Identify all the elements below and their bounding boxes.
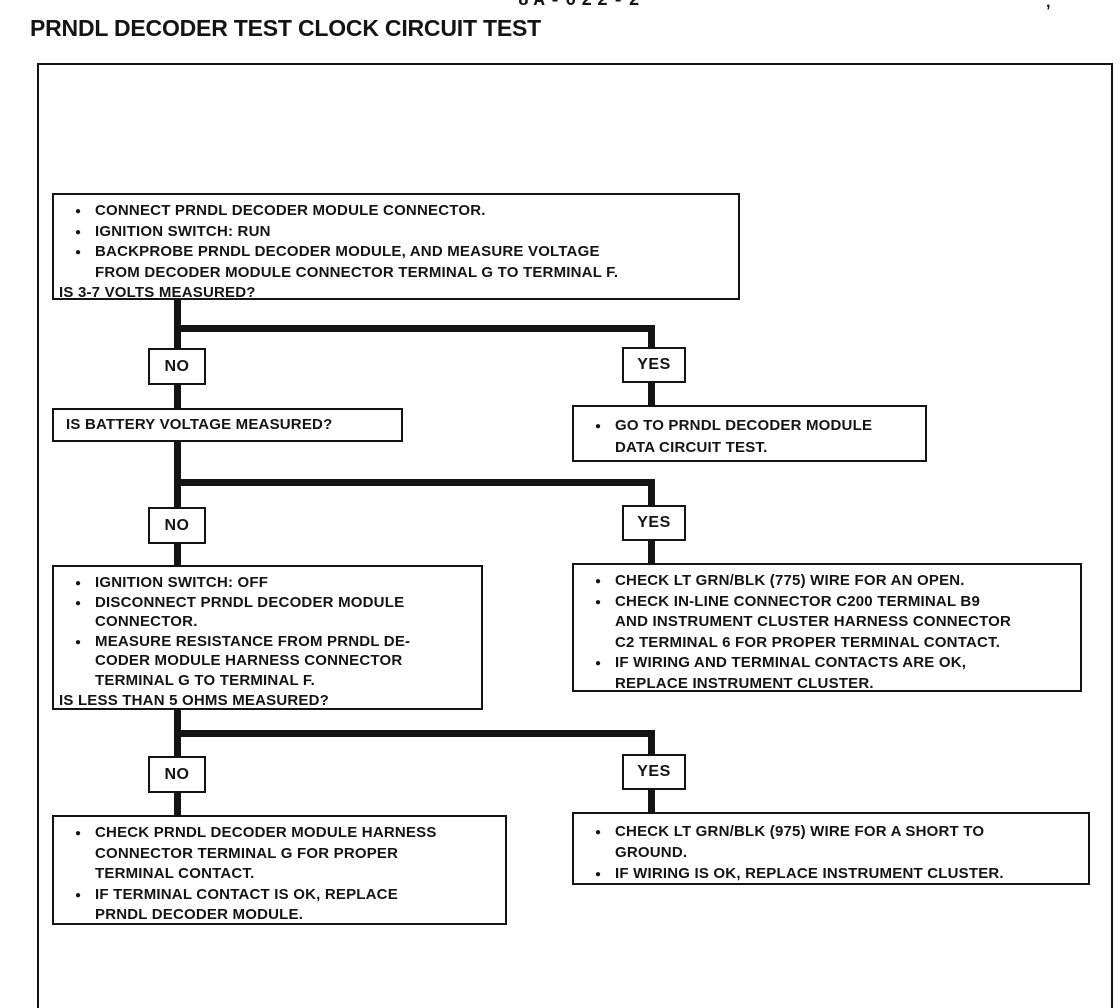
bullet-item: DISCONNECT PRNDL DECODER MODULE CONNECTO…	[54, 593, 477, 632]
connector-line	[174, 325, 655, 332]
bullet-item: IGNITION SWITCH: OFF	[54, 573, 477, 593]
flow-step-wire-open-check: CHECK LT GRN/BLK (775) WIRE FOR AN OPEN.…	[572, 563, 1082, 692]
connector-line	[648, 730, 655, 754]
connector-line	[174, 442, 181, 507]
bullet-item: CHECK PRNDL DECODER MODULE HARNESS CONNE…	[54, 823, 501, 885]
connector-line	[174, 479, 655, 486]
branch-label-yes-3: YES	[622, 754, 686, 790]
branch-label-yes-1: YES	[622, 347, 686, 383]
question-text: IS BATTERY VOLTAGE MEASURED?	[66, 415, 333, 433]
flow-step-wire-short-check: CHECK LT GRN/BLK (975) WIRE FOR A SHORT …	[572, 812, 1090, 885]
bullet-item: IF WIRING IS OK, REPLACE INSTRUMENT CLUS…	[574, 863, 1084, 885]
bullet-item: GO TO PRNDL DECODER MODULE DATA CIRCUIT …	[574, 415, 921, 459]
branch-label-no-3: NO	[148, 756, 206, 793]
connector-line	[174, 730, 655, 737]
connector-line	[648, 541, 655, 563]
branch-label-no-1: NO	[148, 348, 206, 385]
bullet-item: MEASURE RESISTANCE FROM PRNDL DE- CODER …	[54, 632, 477, 691]
page-code: 8A-022-2	[518, 0, 645, 11]
connector-line	[648, 790, 655, 812]
connector-line	[648, 325, 655, 347]
connector-line	[174, 300, 181, 348]
branch-label-no-2: NO	[148, 507, 206, 544]
connector-line	[174, 544, 181, 565]
flow-step-battery-check: IS BATTERY VOLTAGE MEASURED?	[52, 408, 403, 442]
connector-line	[648, 383, 655, 405]
flowchart-border	[37, 63, 1113, 1008]
question-text: IS LESS THAN 5 OHMS MEASURED?	[59, 691, 329, 709]
bullet-item: IF TERMINAL CONTACT IS OK, REPLACE PRNDL…	[54, 885, 501, 926]
flow-step-resistance-test: IGNITION SWITCH: OFF DISCONNECT PRNDL DE…	[52, 565, 483, 710]
flow-step-goto-data-test: GO TO PRNDL DECODER MODULE DATA CIRCUIT …	[572, 405, 927, 462]
page-title: PRNDL DECODER TEST CLOCK CIRCUIT TEST	[30, 15, 541, 41]
bullet-item: CONNECT PRNDL DECODER MODULE CONNECTOR.	[54, 201, 734, 222]
flow-step-initial-test: CONNECT PRNDL DECODER MODULE CONNECTOR. …	[52, 193, 740, 301]
bullet-item: IF WIRING AND TERMINAL CONTACTS ARE OK, …	[574, 653, 1076, 694]
bullet-item: CHECK IN-LINE CONNECTOR C200 TERMINAL B9…	[574, 592, 1076, 654]
flow-step-terminal-contact-check: CHECK PRNDL DECODER MODULE HARNESS CONNE…	[52, 815, 507, 925]
connector-line	[648, 479, 655, 505]
connector-line	[174, 793, 181, 815]
bullet-item: CHECK LT GRN/BLK (775) WIRE FOR AN OPEN.	[574, 571, 1076, 592]
branch-label-yes-2: YES	[622, 505, 686, 541]
bullet-item: CHECK LT GRN/BLK (975) WIRE FOR A SHORT …	[574, 821, 1084, 863]
bullet-item: BACKPROBE PRNDL DECODER MODULE, AND MEAS…	[54, 242, 734, 283]
connector-line	[174, 385, 181, 408]
question-text: IS 3-7 VOLTS MEASURED?	[59, 284, 256, 301]
bullet-item: IGNITION SWITCH: RUN	[54, 222, 734, 242]
corner-artifact-mark: ,	[1046, 0, 1051, 11]
